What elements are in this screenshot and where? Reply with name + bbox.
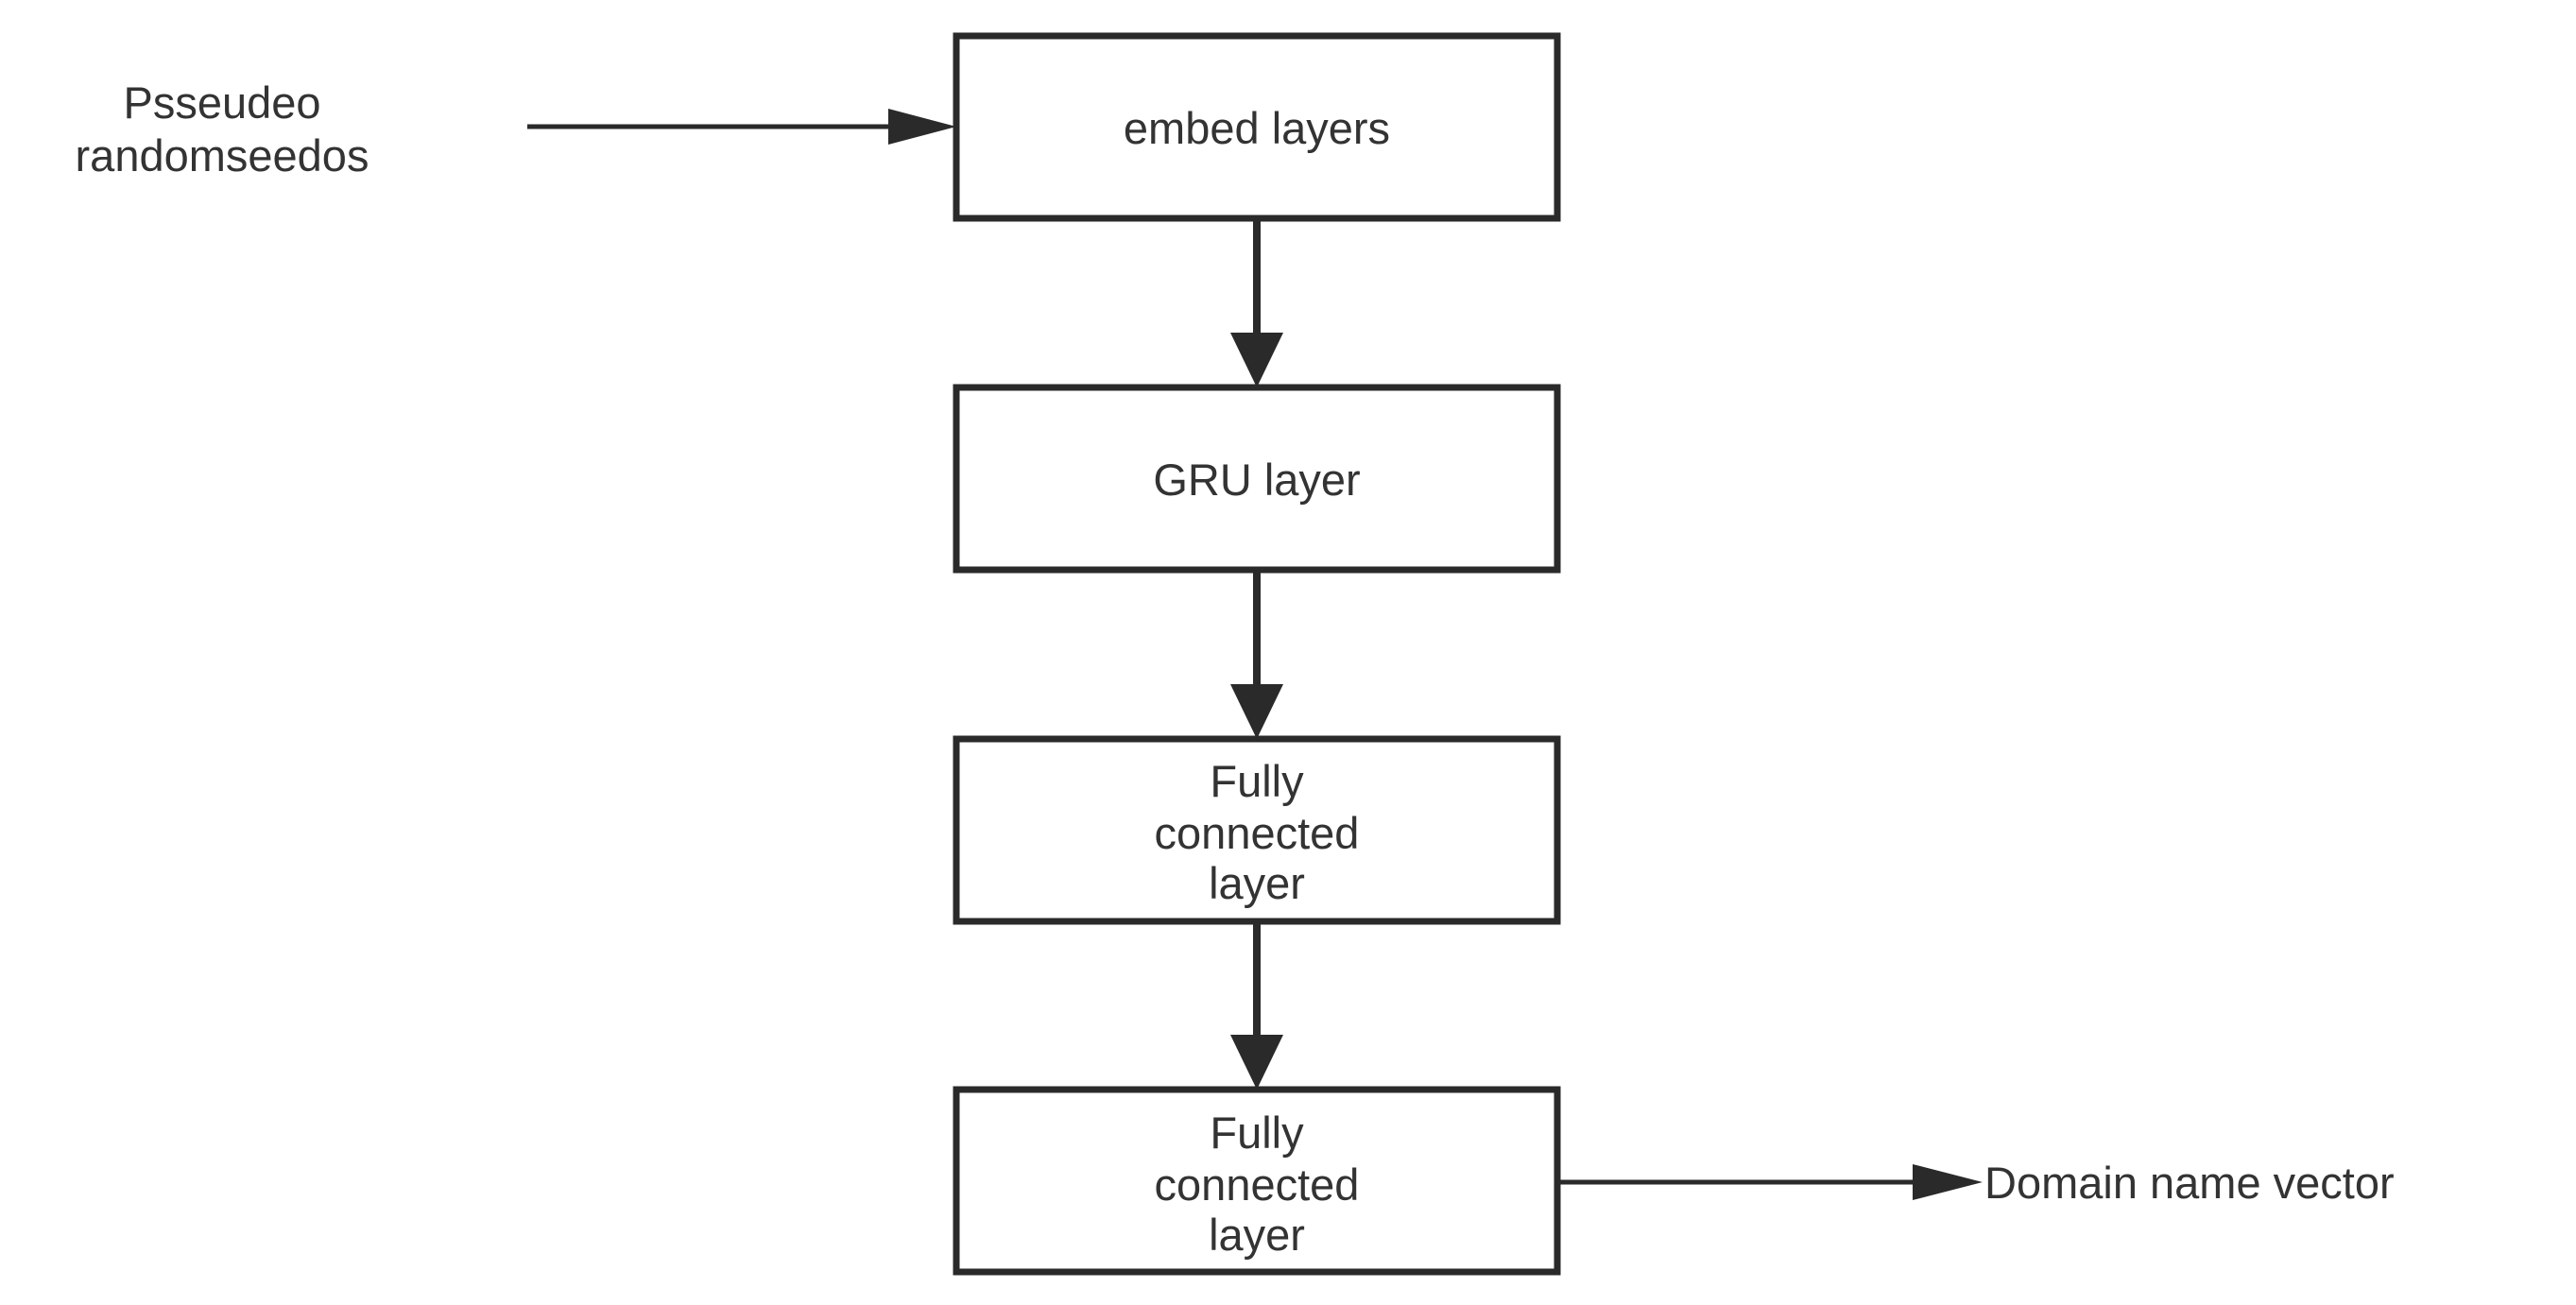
node-box (953, 1086, 1561, 1276)
node-label-line: Fully (1210, 756, 1304, 806)
edge-gru-to-fc1 (1230, 570, 1283, 739)
node-label-line: layer (1209, 858, 1305, 908)
node-label-line: connected (1155, 808, 1360, 858)
node-fully-connected-layer-2: Fully connected layer (953, 1086, 1561, 1276)
input-label: Psseudeo randomseedos (76, 77, 369, 180)
node-label-line: layer (1209, 1210, 1305, 1260)
edge-input-to-embed (527, 109, 956, 145)
edge-fc1-to-fc2 (1230, 921, 1283, 1090)
node-fully-connected-layer-1: Fully connected layer (953, 735, 1561, 925)
node-gru-layer: GRU layer (953, 384, 1561, 574)
node-label-line: GRU layer (1153, 455, 1360, 505)
node-label-line: embed layers (1124, 103, 1390, 153)
input-label-line-2: randomseedos (76, 130, 369, 180)
edge-embed-to-gru (1230, 218, 1283, 387)
node-embed-layers: embed layers (953, 32, 1561, 222)
arrowhead-icon (1230, 684, 1283, 739)
node-box (953, 384, 1561, 574)
arrowhead-icon (1230, 333, 1283, 387)
node-box (953, 735, 1561, 925)
arrowhead-icon (1230, 1035, 1283, 1090)
edge-fc2-to-output (1557, 1164, 1983, 1200)
node-label-line: Fully (1210, 1108, 1304, 1158)
output-label: Domain name vector (1984, 1158, 2395, 1208)
arrowhead-icon (888, 109, 956, 145)
input-label-line-1: Psseudeo (123, 77, 320, 128)
arrowhead-icon (1913, 1164, 1983, 1200)
node-label-line: connected (1155, 1159, 1360, 1210)
